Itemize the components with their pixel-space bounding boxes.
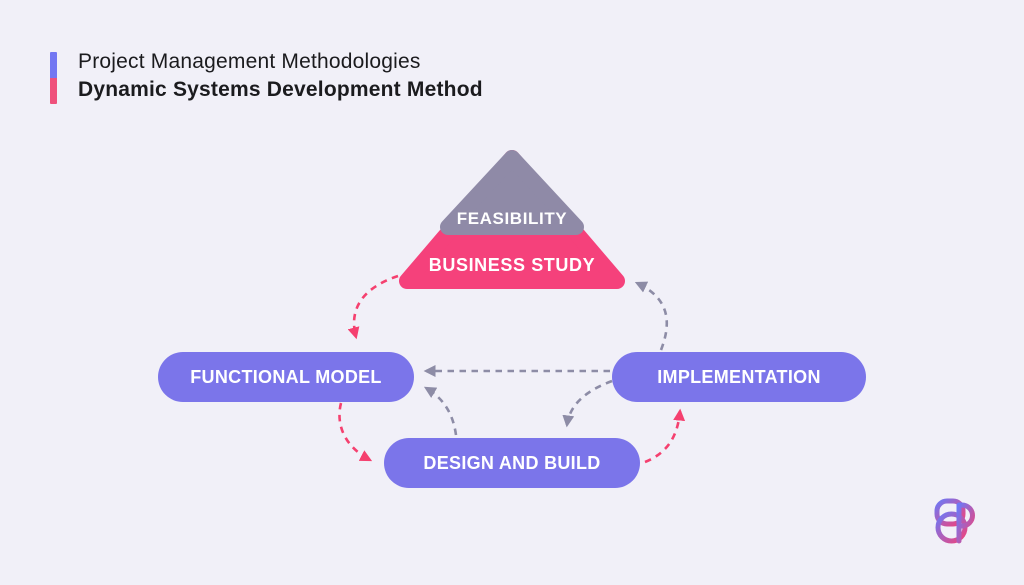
accent-bar <box>50 52 57 104</box>
arrow-design-and-build-to-implementation <box>644 408 686 464</box>
page-title: Project Management Methodologies <box>78 50 421 73</box>
arrow-business-study-to-functional-model <box>347 274 399 340</box>
node-design-and-build-label: DESIGN AND BUILD <box>423 452 601 473</box>
node-functional-model-label: FUNCTIONAL MODEL <box>190 366 382 387</box>
triangle-label-feasibility: FEASIBILITY <box>456 209 568 228</box>
brand-p-monogram-icon <box>934 498 975 544</box>
arrow-implementation-to-design-and-build <box>562 379 613 428</box>
triangle-label-business-study: BUSINESS STUDY <box>428 255 596 275</box>
arrow-design-and-build-to-functional-model <box>423 386 458 436</box>
node-design-and-build: DESIGN AND BUILD <box>384 438 640 488</box>
node-implementation: IMPLEMENTATION <box>612 352 866 402</box>
accent-bar-top-segment <box>50 52 57 78</box>
accent-bar-bottom-segment <box>50 78 57 104</box>
node-functional-model: FUNCTIONAL MODEL <box>158 352 414 402</box>
arrow-functional-model-to-design-and-build <box>338 402 373 462</box>
node-implementation-label: IMPLEMENTATION <box>657 366 821 387</box>
brand-logo <box>932 495 978 547</box>
header: Project Management Methodologies Dynamic… <box>50 48 483 104</box>
page-subtitle: Dynamic Systems Development Method <box>78 78 483 101</box>
arrow-implementation-to-business-study <box>634 281 668 351</box>
title-block: Project Management Methodologies Dynamic… <box>78 48 483 104</box>
triangle-feasibility-shape <box>440 150 584 235</box>
